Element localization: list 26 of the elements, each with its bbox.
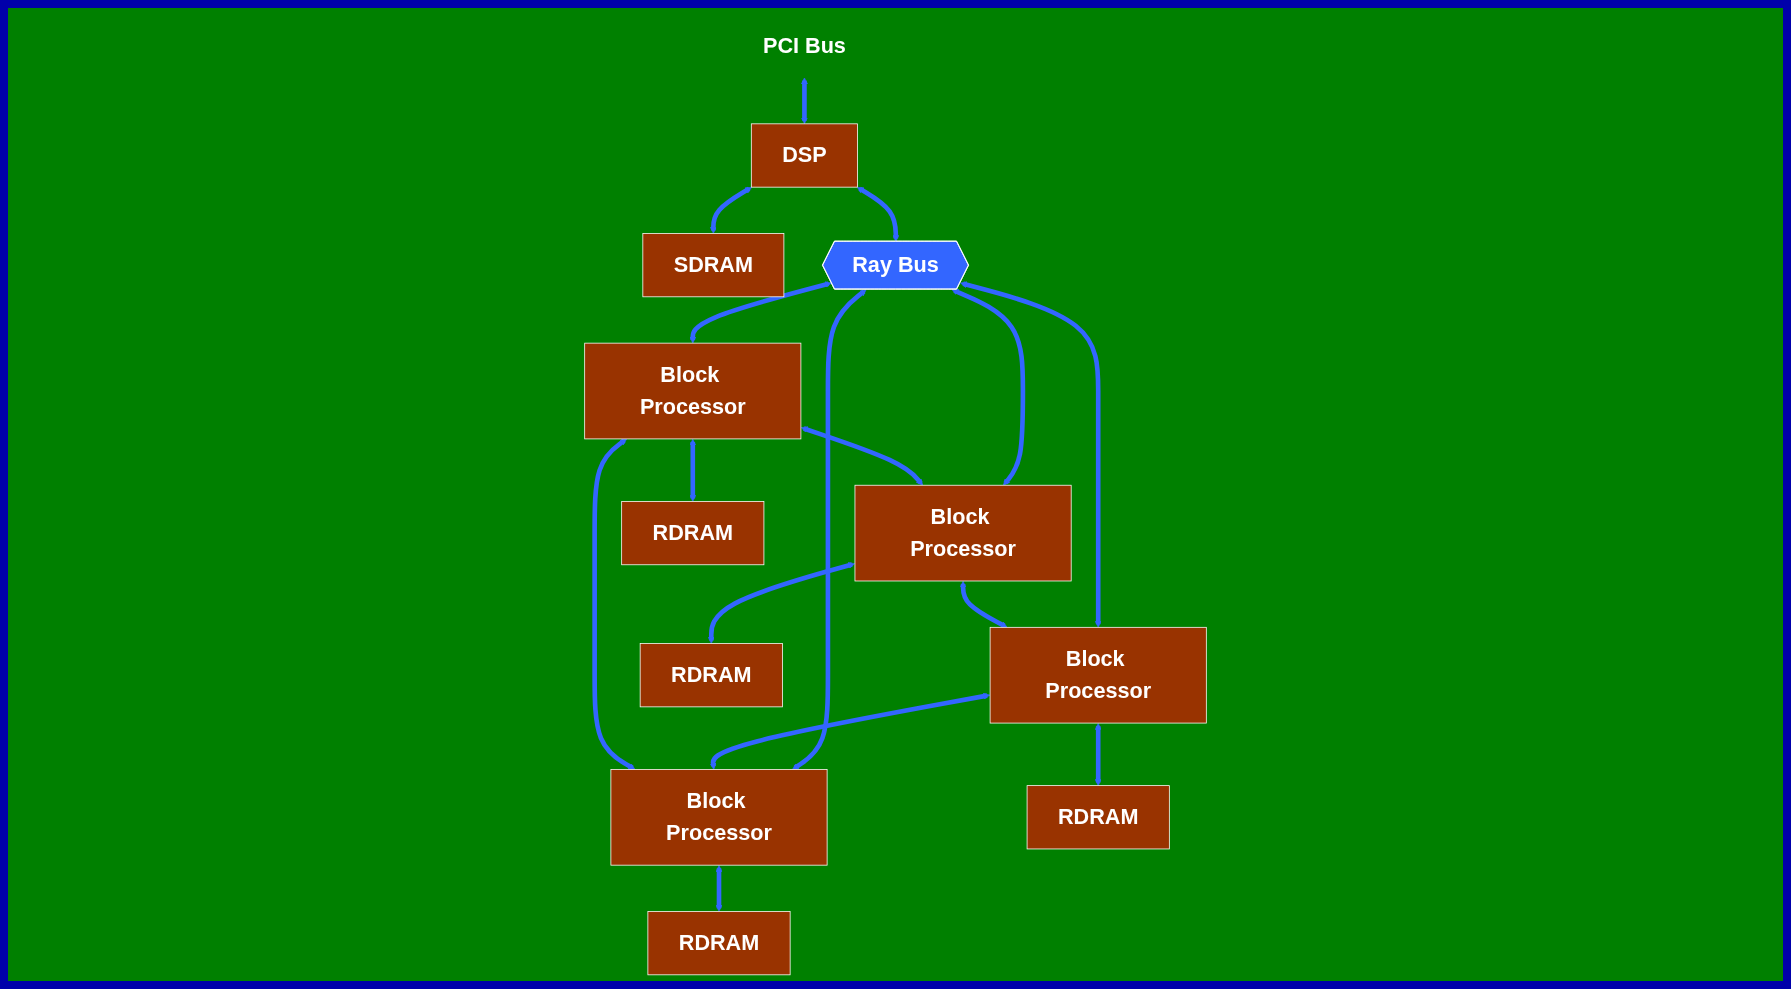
- arrow: [709, 692, 991, 770]
- arrow: [801, 77, 808, 125]
- node-text: PCI Bus: [762, 33, 846, 58]
- node-box: RDRAM: [621, 501, 765, 566]
- node-box: Block Processor: [584, 342, 802, 440]
- node-box: SDRAM: [642, 233, 785, 298]
- node-box: Block Processor: [854, 484, 1072, 582]
- arrow: [689, 281, 832, 344]
- node-box: DSP: [750, 123, 858, 188]
- arrow: [709, 186, 752, 234]
- arrow: [960, 281, 1102, 628]
- arrow: [800, 426, 924, 486]
- node-box: RDRAM: [1026, 785, 1170, 850]
- node-box: Block Processor: [610, 769, 828, 866]
- arrow: [689, 438, 697, 502]
- arrow: [951, 288, 1026, 486]
- node-box: RDRAM: [647, 911, 791, 976]
- arrow: [792, 289, 867, 770]
- arrow: [592, 438, 636, 770]
- arrow: [959, 581, 1008, 628]
- arrow: [857, 186, 900, 242]
- arrow: [715, 865, 723, 912]
- arrow: [707, 562, 855, 644]
- node-box: Block Processor: [989, 626, 1207, 724]
- arrow: [1094, 723, 1102, 786]
- node-box: RDRAM: [639, 643, 783, 708]
